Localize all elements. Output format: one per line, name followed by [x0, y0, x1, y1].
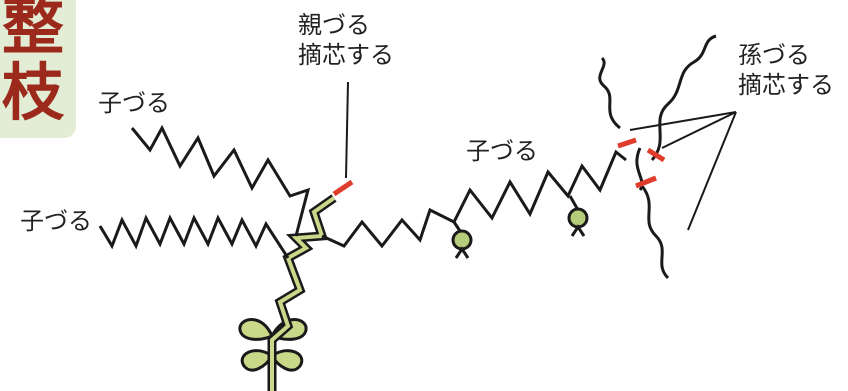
label-child-vine-left: 子づる [20, 207, 92, 235]
label-grandchild-vine-line1: 孫づる [738, 41, 810, 69]
pinch-mark-grandchild-1 [617, 137, 637, 149]
seed-leaf-left [238, 318, 274, 341]
pinch-marks [332, 137, 666, 197]
child-vine-right [321, 149, 627, 249]
grandchild-vines [598, 34, 717, 280]
true-leaf-right [270, 349, 304, 372]
leader-parent [345, 81, 349, 179]
pinch-mark-parent [332, 179, 354, 197]
label-parent-vine-line1: 親づる [298, 11, 370, 39]
leader-lines [345, 81, 737, 231]
label-grandchild-vine-line2: 摘芯する [738, 71, 834, 99]
page-title-char-1: 整 [2, 0, 65, 63]
pinch-mark-grandchild-2 [646, 147, 666, 163]
leader-grandchild-1 [629, 111, 737, 131]
grandchild-vine-1 [598, 56, 621, 130]
page-title: 整 枝 [2, 0, 65, 129]
child-vines [98, 124, 627, 259]
grandchild-vine-2 [650, 34, 717, 162]
fruit-1 [451, 221, 473, 259]
true-leaf-left [240, 349, 274, 372]
grandchild-vine-4 [635, 147, 644, 191]
label-child-vine-upper: 子づる [98, 89, 170, 117]
fruit-2 [567, 195, 589, 237]
child-vine-left [98, 214, 290, 259]
child-vine-upper [130, 124, 311, 237]
leader-grandchild-3 [687, 111, 737, 231]
label-child-vine-right: 子づる [466, 137, 538, 165]
pinch-mark-grandchild-3 [635, 175, 657, 189]
grandchild-vine-3 [640, 185, 670, 280]
fruits [451, 195, 589, 259]
leader-grandchild-2 [661, 111, 737, 149]
page-title-char-2: 枝 [2, 56, 65, 129]
label-parent-vine-line2: 摘芯する [298, 41, 394, 69]
title-tab: 整 枝 [0, 0, 76, 138]
